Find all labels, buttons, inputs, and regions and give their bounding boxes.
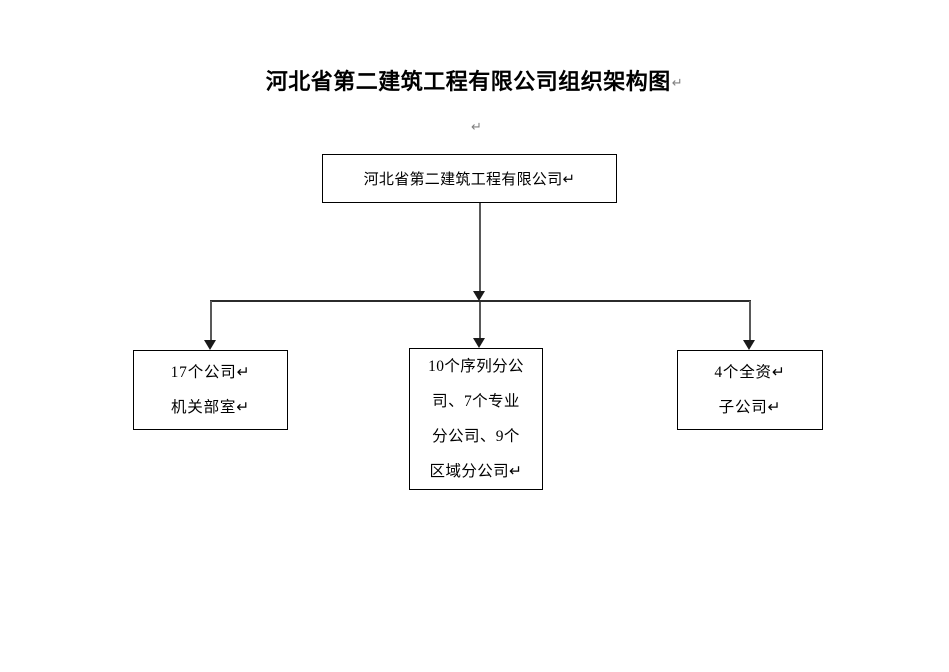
org-node-subsidiaries[interactable]: 4个全资↵ 子公司↵: [677, 350, 823, 430]
org-node-branches-line-2: 司、7个专业: [432, 393, 520, 410]
arrowhead-icon: [204, 340, 216, 350]
page-title-text: 河北省第二建筑工程有限公司组织架构图: [265, 69, 671, 94]
org-node-branches-line-3: 分公司、9个: [432, 428, 520, 445]
org-node-departments-line-2: 机关部室↵: [171, 399, 250, 416]
arrowhead-icon: [743, 340, 755, 350]
org-node-departments-line-1: 17个公司↵: [170, 364, 251, 381]
paragraph-mark-icon: ↵: [471, 119, 482, 134]
connector-bar-to-branches: [479, 302, 481, 340]
page-title: 河北省第二建筑工程有限公司组织架构图↵: [0, 64, 949, 96]
paragraph-mark-icon: ↵: [671, 75, 684, 90]
connector-bar-to-subsidiaries: [749, 301, 751, 341]
arrowhead-icon: [473, 291, 485, 301]
org-node-departments[interactable]: 17个公司↵ 机关部室↵: [133, 350, 288, 430]
org-node-subsidiaries-line-1: 4个全资↵: [714, 364, 786, 381]
connector-bar-to-departments: [210, 301, 212, 341]
connector-horizontal-bar: [210, 300, 751, 302]
org-node-root[interactable]: 河北省第二建筑工程有限公司↵: [322, 154, 617, 203]
org-node-branches-line-4: 区域分公司↵: [429, 463, 523, 480]
connector-root-to-bar: [479, 203, 481, 293]
org-node-branches[interactable]: 10个序列分公 司、7个专业 分公司、9个 区域分公司↵: [409, 348, 543, 490]
org-node-root-line: 河北省第二建筑工程有限公司↵: [363, 171, 576, 188]
org-node-branches-line-1: 10个序列分公: [428, 358, 524, 375]
org-node-subsidiaries-line-2: 子公司↵: [718, 399, 782, 416]
arrowhead-icon: [473, 338, 485, 348]
